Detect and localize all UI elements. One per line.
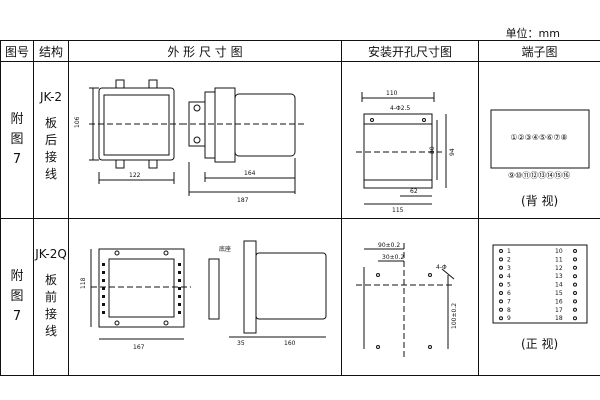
spec-table: 图号 结构 外 形 尺 寸 图 安装开孔尺寸图 端子图 附图7 JK-2 板后接… xyxy=(0,40,600,376)
dim-height: 106 xyxy=(74,116,81,128)
dim-width: 167 xyxy=(133,344,145,351)
structure-code: JK-2Q xyxy=(35,246,67,261)
terminal-label: 13 xyxy=(555,273,563,280)
fig-no-text: 附图7 xyxy=(10,112,24,167)
header-fig-no: 图号 xyxy=(0,40,34,62)
terminal-label: 18 xyxy=(555,315,563,322)
outline-cell: 106 122 164 187 xyxy=(68,61,342,219)
terminal-caption-back: (背 视) xyxy=(521,194,559,208)
terminal-label: 2 xyxy=(507,256,511,263)
mount-h: 100±0.2 xyxy=(451,303,458,329)
terminal-caption-front: (正 视) xyxy=(521,337,559,351)
structure-cell: JK-2 板后接线 xyxy=(33,61,69,219)
terminals-cell: ①②③④⑤⑥⑦⑧ ⑨⑩⑪⑫⑬⑭⑮⑯ (背 视) xyxy=(478,61,600,219)
terminal-dot xyxy=(573,274,577,279)
terminal-dot xyxy=(499,299,503,304)
terminal-label: 9 xyxy=(507,315,511,322)
terminal-dot xyxy=(573,307,577,312)
mount-holes: 4-Φ xyxy=(436,264,447,271)
terminal-label: 17 xyxy=(555,307,563,314)
terminal-dot xyxy=(499,282,503,287)
terminal-dot xyxy=(499,291,503,295)
terminal-dot xyxy=(499,265,503,270)
dim-front-width: 122 xyxy=(129,172,141,179)
fig-no-cell: 附图7 xyxy=(0,218,34,376)
terminal-label: 16 xyxy=(555,298,563,305)
mount-w2: 115 xyxy=(392,207,404,214)
outline-cell: 118 167 底座 35 160 xyxy=(68,218,342,376)
header-mount: 安装开孔尺寸图 xyxy=(341,40,479,62)
terminal-dot xyxy=(573,265,577,270)
mount-cell: 90±0.2 30±0.2 4-Φ 100±0.2 xyxy=(341,218,479,376)
terminal-dot xyxy=(499,249,503,253)
mount-h1: 80 xyxy=(429,146,436,154)
header-outline: 外 形 尺 寸 图 xyxy=(68,40,342,62)
terminal-label: 15 xyxy=(555,290,563,297)
terminal-dot xyxy=(573,249,577,253)
terminal-dot xyxy=(499,316,503,321)
unit-label: 单位：mm xyxy=(505,27,560,40)
terminal-dot xyxy=(573,316,577,321)
mount-w2: 30±0.2 xyxy=(382,254,404,261)
terminal-dot xyxy=(573,257,577,262)
mount-holes: 4-Φ2.5 xyxy=(390,105,410,112)
terminal-dot xyxy=(573,299,577,304)
dim-depth-a: 164 xyxy=(244,170,256,177)
terminal-label: 8 xyxy=(507,307,511,314)
terminal-label: 3 xyxy=(507,265,511,272)
mount-cell: 110 4-Φ2.5 80 94 62 115 xyxy=(341,61,479,219)
dim-base-depth: 35 xyxy=(237,340,245,347)
fig-no-text: 附图7 xyxy=(10,269,24,324)
mount-width: 110 xyxy=(386,90,398,97)
terminal-label: 11 xyxy=(555,256,563,263)
header-structure: 结构 xyxy=(33,40,69,62)
dim-depth: 160 xyxy=(284,340,296,347)
header-row: 图号 结构 外 形 尺 寸 图 安装开孔尺寸图 端子图 xyxy=(0,40,600,62)
terminal-top-row: ①②③④⑤⑥⑦⑧ xyxy=(510,133,567,142)
dim-height: 118 xyxy=(80,277,87,289)
terminal-dot xyxy=(499,307,503,312)
mount-w1: 90±0.2 xyxy=(378,242,400,249)
table-row: 附图7 JK-2 板后接线 xyxy=(0,61,600,219)
header-terminals: 端子图 xyxy=(478,40,600,62)
structure-code: JK-2 xyxy=(39,89,63,104)
outline-drawing-jk2: 106 122 164 187 xyxy=(74,79,304,204)
structure-wiring: 板前接线 xyxy=(44,272,57,338)
terminal-bottom-row: ⑨⑩⑪⑫⑬⑭⑮⑯ xyxy=(508,171,570,180)
dim-depth-b: 187 xyxy=(237,197,249,204)
mount-drawing-jk2q: 90±0.2 30±0.2 4-Φ 100±0.2 xyxy=(356,242,458,359)
fig-no-cell: 附图7 xyxy=(0,61,34,219)
mount-w1: 62 xyxy=(410,188,418,195)
terminal-label: 12 xyxy=(555,265,563,272)
terminal-label: 5 xyxy=(507,282,511,289)
mount-drawing-jk2: 110 4-Φ2.5 80 94 62 115 xyxy=(356,90,456,214)
terminal-label: 7 xyxy=(507,298,511,305)
terminal-dot xyxy=(573,291,577,295)
terminal-label: 14 xyxy=(555,282,563,289)
terminal-label: 6 xyxy=(507,290,511,297)
base-label: 底座 xyxy=(219,245,231,253)
terminal-dot xyxy=(573,282,577,287)
terminal-label: 1 xyxy=(507,248,511,255)
outline-drawing-jk2q: 118 167 底座 35 160 xyxy=(80,240,327,351)
mount-h2: 94 xyxy=(449,148,456,156)
structure-cell: JK-2Q 板前接线 xyxy=(33,218,69,376)
structure-wiring: 板后接线 xyxy=(44,115,57,181)
terminal-diagram-back: ①②③④⑤⑥⑦⑧ ⑨⑩⑪⑫⑬⑭⑮⑯ xyxy=(490,109,590,180)
table-row: 附图7 JK-2Q 板前接线 xyxy=(0,218,600,376)
terminal-label: 10 xyxy=(555,248,563,255)
terminal-dot xyxy=(499,274,503,279)
terminal-dot xyxy=(499,257,503,262)
terminal-label: 4 xyxy=(507,273,511,280)
